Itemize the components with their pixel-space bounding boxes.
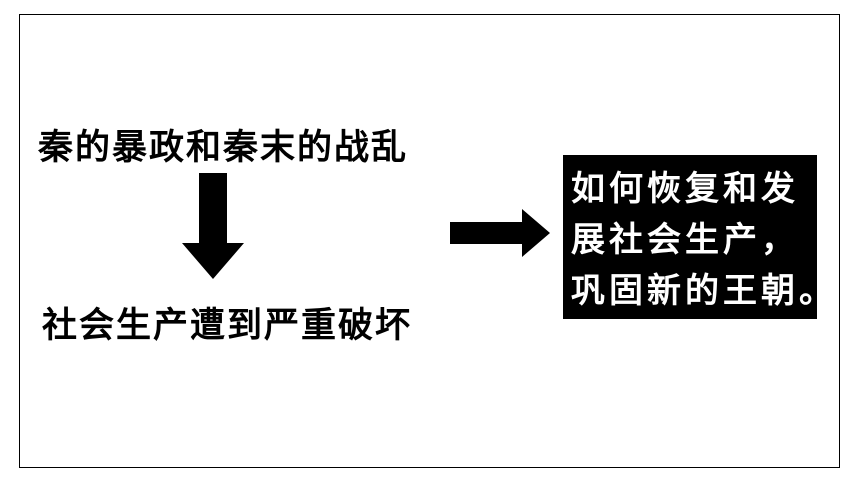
question-line-1: 如何恢复和发 xyxy=(571,169,799,209)
effect-text: 社会生产遭到严重破坏 xyxy=(42,305,413,346)
question-line-2: 展社会生产， xyxy=(571,220,799,260)
cause-text: 秦的暴政和秦末的战乱 xyxy=(38,127,409,168)
question-line-3: 巩固新的王朝。 xyxy=(571,271,837,311)
right-arrow-icon xyxy=(450,209,550,257)
slide-frame: 秦的暴政和秦末的战乱 社会生产遭到严重破坏 如何恢复和发 展社会生产， 巩固新的… xyxy=(19,14,840,468)
question-box: 如何恢复和发 展社会生产， 巩固新的王朝。 xyxy=(563,155,837,319)
down-arrow-icon xyxy=(182,173,244,279)
